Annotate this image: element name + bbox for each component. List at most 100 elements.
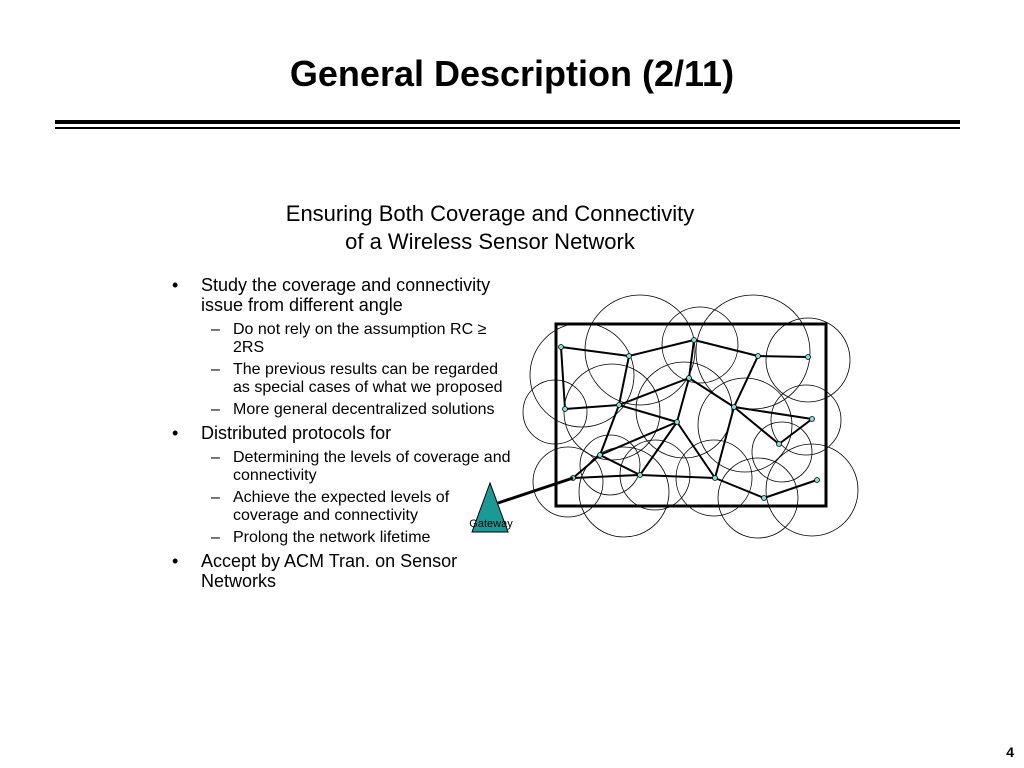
sub-bullet-marker: – [211,529,220,546]
network-link [714,406,735,479]
bullet-text: Accept by ACM Tran. on Sensor Networks [201,551,458,591]
network-link [733,406,813,420]
network-link [599,404,620,456]
network-link [688,377,735,408]
page-number: 4 [1006,744,1014,760]
connectivity-links [560,339,818,499]
sub-bullet-item: –Achieve the expected levels of coverage… [201,489,513,525]
sensing-range-circle [751,421,813,483]
network-link [733,355,759,408]
title-rule-thick [55,120,960,124]
sensor-node [814,477,820,483]
sensing-range-circle [579,434,641,496]
slide-subtitle: Ensuring Both Coverage and Connectivity … [230,200,750,256]
sub-bullet-text: Determining the levels of coverage and c… [233,449,511,484]
sensor-node [674,419,680,425]
gateway-link [497,476,574,505]
sensor-node [562,406,568,412]
sub-bullet-item: –More general decentralized solutions [201,401,513,419]
sub-bullet-item: –Prolong the network lifetime [201,529,513,547]
sub-bullet-marker: – [211,489,220,506]
network-link [618,377,690,406]
sensor-node [597,452,603,458]
gateway-icon [471,481,509,533]
bullet-text: Study the coverage and connectivity issu… [201,275,491,315]
monitored-area-boundary [554,322,828,508]
sensor-node [731,404,737,410]
network-link [639,474,716,479]
sensing-range-circle [584,294,696,406]
network-link [572,454,601,479]
bullet-item: • Accept by ACM Tran. on Sensor Networks [168,551,513,591]
sensing-range-circle [578,446,670,538]
bullet-text: Distributed protocols for [201,423,392,443]
network-link [618,404,678,423]
network-link [564,404,620,410]
network-link [676,377,690,423]
sensing-range-circles [522,294,859,539]
network-link [733,406,780,445]
network-link [688,339,695,379]
sensing-range-circle [532,446,604,518]
bullet-item: • Distributed protocols for –Determining… [168,423,513,547]
sub-bullet-item: –Do not rely on the assumption RC ≥ 2RS [201,321,513,357]
sensor-node [761,495,767,501]
sensor-node [558,344,564,350]
bullet-list: • Study the coverage and connectivity is… [168,275,513,595]
bullet-marker: • [172,423,179,443]
sensor-node [616,402,622,408]
sub-bullet-list: –Do not rely on the assumption RC ≥ 2RS … [201,321,513,419]
sensing-range-circle [697,377,793,473]
title-rule-thin [55,127,960,129]
sensing-range-circle [765,317,851,403]
network-link [628,339,695,357]
subtitle-line-2: of a Wireless Sensor Network [345,229,635,254]
bullet-item: • Study the coverage and connectivity is… [168,275,513,419]
network-link [778,418,813,445]
gateway-label: Gateway [469,518,513,530]
sensing-range-circle [717,457,799,539]
sensor-node [637,472,643,478]
network-link [714,477,765,499]
sub-bullet-marker: – [211,449,220,466]
sub-bullet-item: –The previous results can be regarded as… [201,361,513,397]
bullet-marker: • [172,551,179,571]
subtitle-line-1: Ensuring Both Coverage and Connectivity [285,201,695,226]
sensor-node [686,375,692,381]
sub-bullet-text: Prolong the network lifetime [233,529,431,546]
sensing-range-circle [765,443,859,537]
sub-bullet-marker: – [211,401,220,418]
network-link [599,421,678,456]
network-link [757,355,809,358]
sub-bullet-list: –Determining the levels of coverage and … [201,449,513,547]
bullet-marker: • [172,275,179,295]
slide-title: General Description (2/11) [289,53,735,94]
sensing-range-circle [635,361,733,459]
sub-bullet-text: Do not rely on the assumption RC ≥ 2RS [233,321,487,356]
sub-bullet-item: –Determining the levels of coverage and … [201,449,513,485]
network-link [763,479,818,499]
network-link [572,474,641,479]
network-link [618,355,630,406]
network-link [560,346,630,357]
sensing-range-circle [675,439,753,517]
sensing-range-circle [661,306,739,384]
network-link [676,421,716,479]
network-link [639,421,678,476]
sensor-node [691,337,697,343]
sensing-range-circle [770,384,842,456]
sensor-node [805,354,811,360]
sensing-range-circle [695,294,811,410]
sensor-node [776,441,782,447]
sensor-node [755,353,761,359]
sub-bullet-text: The previous results can be regarded as … [233,361,503,396]
network-link [560,346,566,410]
network-link [693,339,759,357]
sub-bullet-marker: – [211,321,220,338]
sensor-node [626,353,632,359]
sub-bullet-text: More general decentralized solutions [233,401,495,418]
sub-bullet-text: Achieve the expected levels of coverage … [233,489,450,524]
sensor-node [712,475,718,481]
network-link [599,454,641,476]
